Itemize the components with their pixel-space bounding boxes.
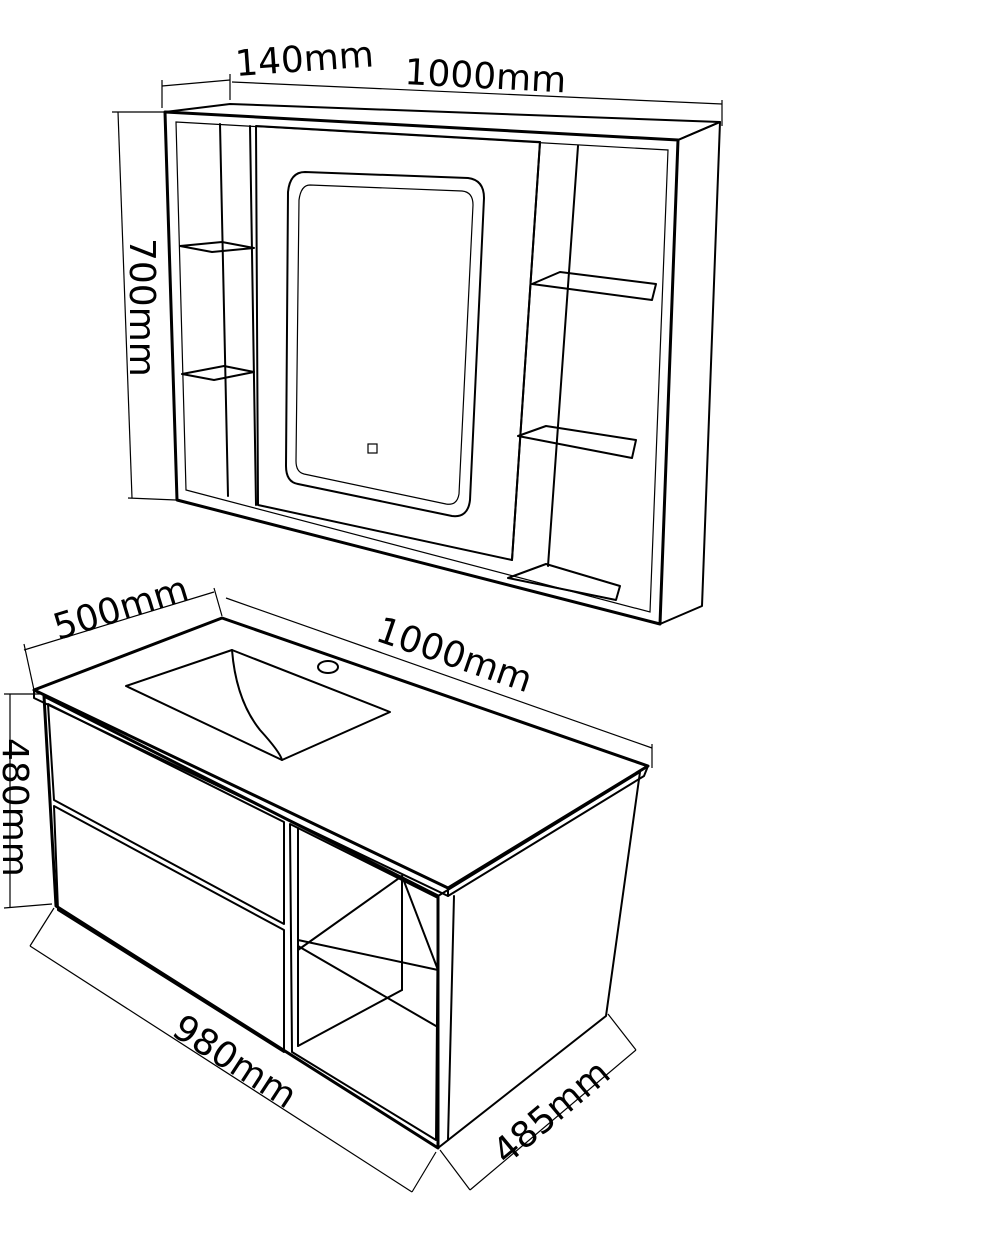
vanity-depth-bottom-label: 485mm xyxy=(485,1052,618,1173)
right-shelf-2 xyxy=(517,425,637,459)
mirror-depth-label: 140mm xyxy=(234,34,375,85)
vanity-height-label: 480mm xyxy=(0,738,35,877)
left-shelf-2 xyxy=(181,365,255,381)
vanity-height-ext-bottom xyxy=(3,903,53,909)
right-column-divider xyxy=(511,141,541,561)
vanity-depth-bottom-ext-left xyxy=(439,1149,471,1191)
height-dim-line xyxy=(117,111,133,499)
led-mirror-outer xyxy=(285,171,485,518)
countertop-side-edge xyxy=(447,765,649,897)
drawer-bottom xyxy=(53,805,285,1053)
open-shelf-middle-front xyxy=(297,945,437,1027)
led-mirror-inner xyxy=(295,184,474,505)
mirror-cabinet-top-face xyxy=(164,103,721,141)
mirror-door xyxy=(255,125,541,561)
vanity-depth-bottom-dim xyxy=(469,1049,637,1191)
drawer-top xyxy=(47,703,285,925)
vanity-depth-top-ext-right xyxy=(213,587,223,617)
vanity-depth-top-ext-left xyxy=(23,643,35,691)
open-shelf-frame xyxy=(289,823,439,1141)
depth-dim-line xyxy=(161,79,231,87)
mirror-height-label: 700mm xyxy=(121,238,162,377)
right-column-divider-front xyxy=(547,145,579,567)
open-shelf-bottom-back xyxy=(297,989,403,1047)
vanity-width-bottom-ext-left xyxy=(29,907,55,947)
cabinet-side xyxy=(437,771,641,1149)
cabinet-side-edge xyxy=(447,895,455,1141)
height-dim-ext-bottom xyxy=(127,497,177,501)
mirror-width-label: 1000mm xyxy=(404,52,568,101)
tap-hole-icon xyxy=(317,660,339,674)
vanity-depth-top-dim xyxy=(23,591,215,651)
vanity-depth-bottom-ext-right xyxy=(607,1013,637,1051)
right-shelf-3 xyxy=(507,563,621,601)
mirror-cabinet-inner-frame xyxy=(175,121,669,613)
vanity-unit: 500mm 1000mm 480mm 980mm 485mm xyxy=(0,569,653,1193)
right-shelf-1 xyxy=(531,271,657,301)
left-column-divider-back xyxy=(249,125,257,506)
left-column-divider xyxy=(219,123,229,497)
width-dim-line xyxy=(231,81,723,105)
open-shelf-middle xyxy=(297,875,439,971)
vanity-width-bottom-dim xyxy=(29,945,413,1193)
mirror-cabinet-outer-frame xyxy=(163,110,680,626)
sink-basin-rim xyxy=(125,649,391,761)
vanity-width-bottom-ext-right xyxy=(411,1151,437,1193)
left-shelf-1 xyxy=(179,241,255,253)
mirror-cabinet-side-face xyxy=(659,121,721,625)
vanity-width-top-label: 1000mm xyxy=(371,610,537,701)
mirror-cabinet: 140mm 1000mm 700mm xyxy=(112,34,723,626)
drawer-gap-line xyxy=(53,799,285,925)
vanity-width-top-dim xyxy=(225,597,653,749)
touch-switch-icon xyxy=(367,443,378,454)
sink-basin-bowl xyxy=(231,649,283,761)
